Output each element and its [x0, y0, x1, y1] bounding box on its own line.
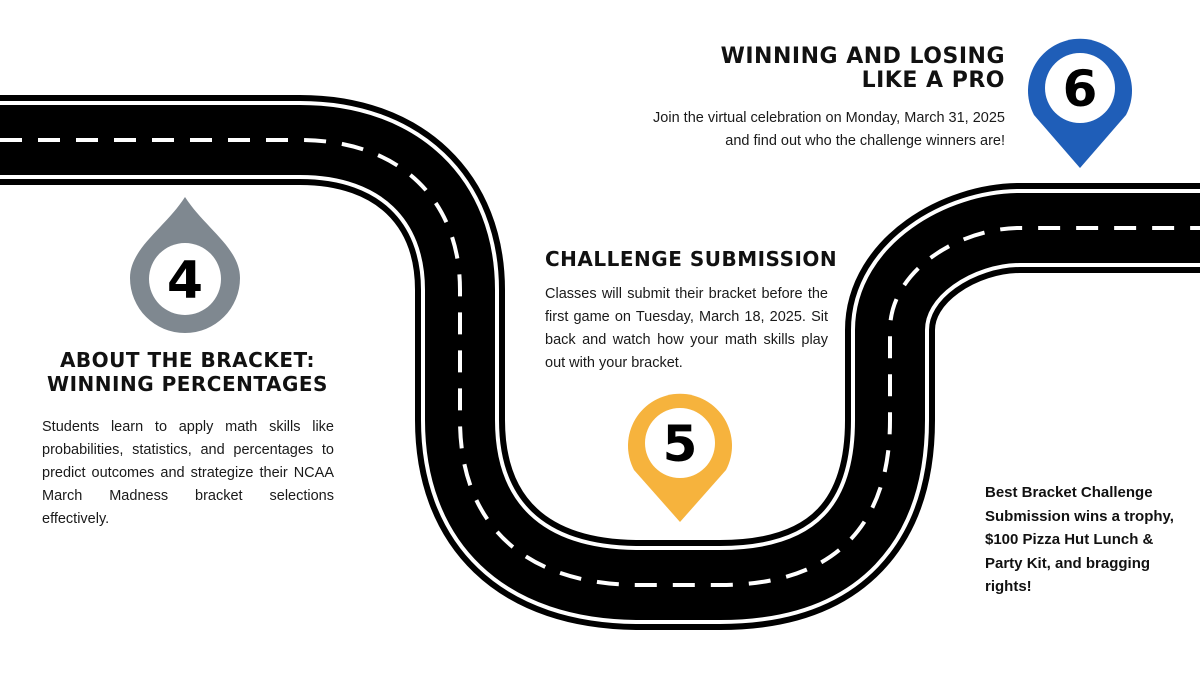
prize-line: Party Kit, and bragging — [985, 554, 1151, 572]
step-number: 6 — [1063, 60, 1098, 118]
heading-line: Like a Pro — [861, 68, 1005, 93]
prize-line: Best Bracket Challenge — [985, 484, 1153, 501]
prize-line: $100 Pizza Hut Lunch & — [985, 531, 1154, 548]
road-center-dashes — [0, 138, 1200, 587]
description-line: and find out who the challenge winners a… — [725, 133, 1005, 149]
pin-inner-circle — [149, 243, 221, 315]
winding-road — [0, 95, 1200, 630]
step-5-heading: Challenge Submission — [545, 247, 838, 271]
prize-line: rights! — [985, 578, 1032, 595]
prize-line: Submission wins a trophy, — [985, 507, 1174, 525]
pin-inner-circle — [645, 408, 715, 478]
prize-callout: Best Bracket Challenge Submission wins a… — [985, 481, 1185, 599]
heading-line: About the Bracket: — [59, 348, 316, 372]
step-6-marker: 6 — [1028, 38, 1133, 168]
step-6-description: Join the virtual celebration on Monday, … — [585, 107, 1005, 153]
step-number: 5 — [663, 415, 698, 473]
step-4-heading: About the Bracket: Winning Percentages — [40, 348, 335, 396]
step-4-description: Students learn to apply math skills like… — [42, 419, 334, 527]
step-4-marker: 4 — [130, 197, 240, 334]
description-line: Join the virtual celebration on Monday, … — [653, 110, 1005, 126]
step-5-description: Classes will submit their bracket before… — [545, 286, 828, 371]
step-6-heading: Winning and Losing Like a Pro — [645, 45, 1005, 93]
heading-line: Winning and Losing — [720, 44, 1005, 69]
step-number: 4 — [167, 251, 203, 311]
pin-inner-circle — [1045, 53, 1115, 123]
step-5-marker: 5 — [628, 393, 732, 522]
heading-line: Winning Percentages — [47, 372, 328, 396]
